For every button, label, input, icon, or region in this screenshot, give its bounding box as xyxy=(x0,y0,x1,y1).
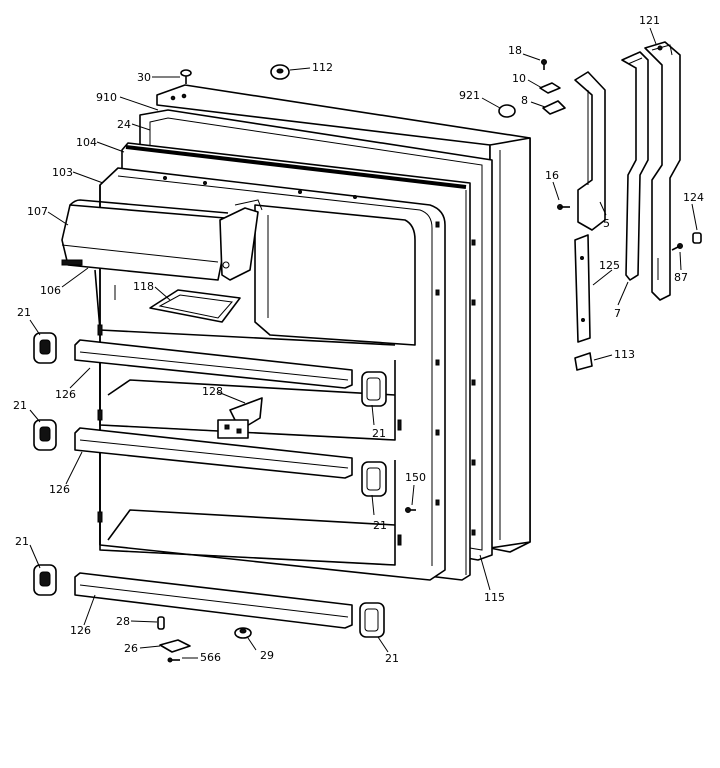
label-126-middle: 126 xyxy=(49,483,70,496)
hinge-bracket-5 xyxy=(574,71,606,231)
label-21-left-1: 21 xyxy=(17,306,31,319)
label-124: 124 xyxy=(683,191,704,204)
label-150: 150 xyxy=(405,471,426,484)
label-24: 24 xyxy=(117,118,131,131)
label-28: 28 xyxy=(116,615,130,628)
shelf-bar-bottom xyxy=(74,572,353,629)
shelf-end-cap-right-2 xyxy=(361,461,387,497)
screw-150 xyxy=(405,507,416,513)
clip-10 xyxy=(539,82,561,94)
clip-8 xyxy=(542,100,566,115)
shelf-end-cap-left-2 xyxy=(33,419,57,451)
label-566: 566 xyxy=(200,651,221,664)
shelf-bar-middle xyxy=(74,427,353,479)
screw-16 xyxy=(557,204,570,210)
screw-18 xyxy=(541,59,547,70)
label-107: 107 xyxy=(27,205,48,218)
label-104: 104 xyxy=(76,136,97,149)
label-126-bottom: 126 xyxy=(70,624,91,637)
egg-tray xyxy=(149,289,241,323)
label-21-right-3: 21 xyxy=(385,652,399,665)
label-21-right-2: 21 xyxy=(373,519,387,532)
label-113: 113 xyxy=(614,348,635,361)
label-103: 103 xyxy=(52,166,73,179)
label-910: 910 xyxy=(96,91,117,104)
shelf-bar-top xyxy=(74,339,353,389)
label-8: 8 xyxy=(521,94,528,107)
part-labels: 30 112 910 24 104 103 107 106 118 21 126… xyxy=(13,14,704,665)
label-5: 5 xyxy=(603,217,610,230)
plug-921 xyxy=(498,104,516,118)
door-handle-121 xyxy=(644,41,681,301)
label-10: 10 xyxy=(512,72,526,85)
label-26: 26 xyxy=(124,642,138,655)
label-128: 128 xyxy=(202,385,223,398)
spacer-28 xyxy=(157,616,165,630)
end-cap-113 xyxy=(574,352,593,371)
label-112: 112 xyxy=(312,61,333,74)
label-21-right-1: 21 xyxy=(372,427,386,440)
door-handle-7 xyxy=(621,51,649,281)
screw-30 xyxy=(180,69,192,84)
label-118: 118 xyxy=(133,280,154,293)
label-121: 121 xyxy=(639,14,660,27)
label-7: 7 xyxy=(614,307,621,320)
shelf-end-cap-right-3 xyxy=(359,602,385,638)
screw-87 xyxy=(671,243,683,251)
handle-trim-125 xyxy=(574,234,591,343)
label-18: 18 xyxy=(508,44,522,57)
dairy-compartment-door xyxy=(61,199,263,281)
label-115: 115 xyxy=(484,591,505,604)
plug-112 xyxy=(270,64,290,80)
plate-26 xyxy=(159,639,191,653)
shelf-end-cap-left-3 xyxy=(33,564,57,596)
screw-566 xyxy=(167,657,180,663)
label-126-top: 126 xyxy=(55,388,76,401)
shelf-end-cap-left-1 xyxy=(33,332,57,364)
shelf-end-cap-right-1 xyxy=(361,371,387,407)
leader-lines xyxy=(29,27,698,659)
label-21-left-2: 21 xyxy=(13,399,27,412)
label-125: 125 xyxy=(599,259,620,272)
label-921: 921 xyxy=(459,89,480,102)
label-106: 106 xyxy=(40,284,61,297)
label-16: 16 xyxy=(545,169,559,182)
label-29: 29 xyxy=(260,649,274,662)
cap-124 xyxy=(692,232,702,244)
label-21-left-3: 21 xyxy=(15,535,29,548)
label-87: 87 xyxy=(674,271,688,284)
bumper-29 xyxy=(234,627,252,639)
shelf-clip xyxy=(217,397,263,439)
label-30: 30 xyxy=(137,71,151,84)
